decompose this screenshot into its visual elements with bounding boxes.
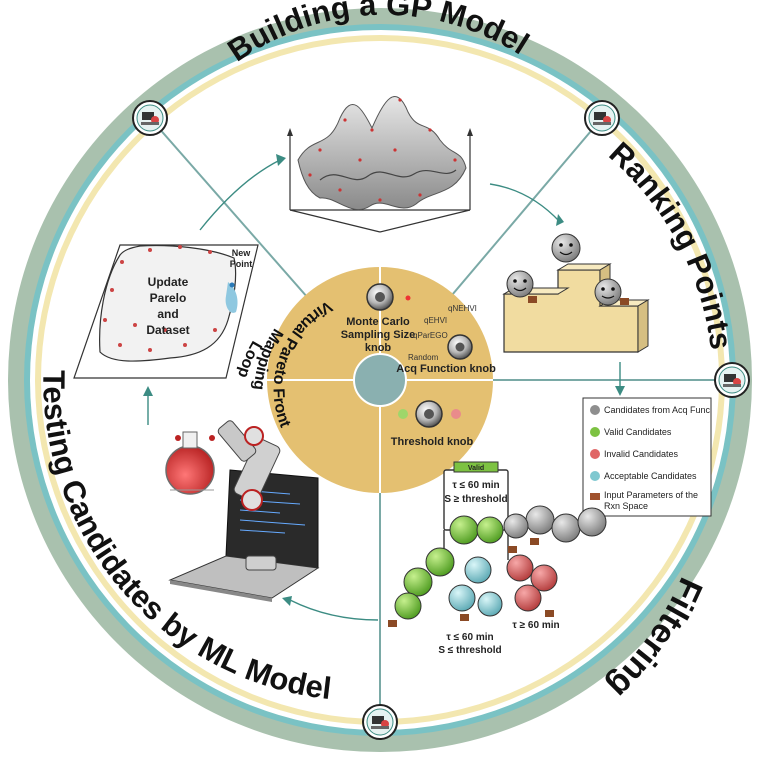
legend-item-2: Valid Candidates [604,427,672,437]
threshold-knob[interactable] [398,400,461,428]
gp-surface-plot [287,96,473,233]
ranked-blob-2 [506,270,537,303]
legend [582,397,712,517]
acq-option-3: qParEGO [413,331,448,340]
legend-item-5: Input Parameters of the [604,490,698,500]
pareto-panel [73,244,259,379]
filter-sign-label: Valid [468,465,484,472]
ranked-blob-3 [594,278,629,306]
mc-knob-label-1: Monte Carlo [346,316,410,328]
pareto-title-2: Parelo [150,291,187,305]
robot-laptop-illustration [165,420,320,602]
acq-option-2: qEHVI [424,316,447,325]
mc-knob-label-2: Sampling Size [341,329,416,341]
filter-left-cond-2: S ≤ threshold [438,645,501,656]
central-hub [267,267,493,493]
pareto-title-1: Update [148,275,189,289]
flow-arrows [147,159,621,621]
candidate-blobs [388,505,607,627]
monte-carlo-knob[interactable] [366,283,411,311]
legend-item-3: Invalid Candidates [604,449,679,459]
acq-option-1: qNEHVI [448,304,477,313]
legend-item-4: Acceptable Candidates [604,471,697,481]
acq-knob-label: Acq Function knob [396,363,496,375]
threshold-knob-label: Threshold knob [391,436,474,448]
chemistry-robot-badge-icon [132,100,750,740]
new-point-label-2: Point [230,259,253,269]
acq-function-knob[interactable] [447,334,473,360]
filter-right-cond: τ ≥ 60 min [512,620,559,631]
filter-cond-2: S ≥ threshold [444,494,507,505]
acq-option-4: Random [408,353,439,362]
filter-left-cond-1: τ ≤ 60 min [446,632,493,643]
legend-item-5-line2: Rxn Space [604,501,648,511]
filter-cond-1: τ ≤ 60 min [452,480,499,491]
legend-item-1: Candidates from Acq Func [604,405,711,415]
mc-knob-label-3: knob [365,342,392,354]
pareto-title-4: Dataset [146,323,189,337]
ranked-blob-1 [551,233,581,263]
new-point-label-1: New [232,248,252,258]
pareto-title-3: and [157,307,178,321]
arrowheads [143,154,625,606]
